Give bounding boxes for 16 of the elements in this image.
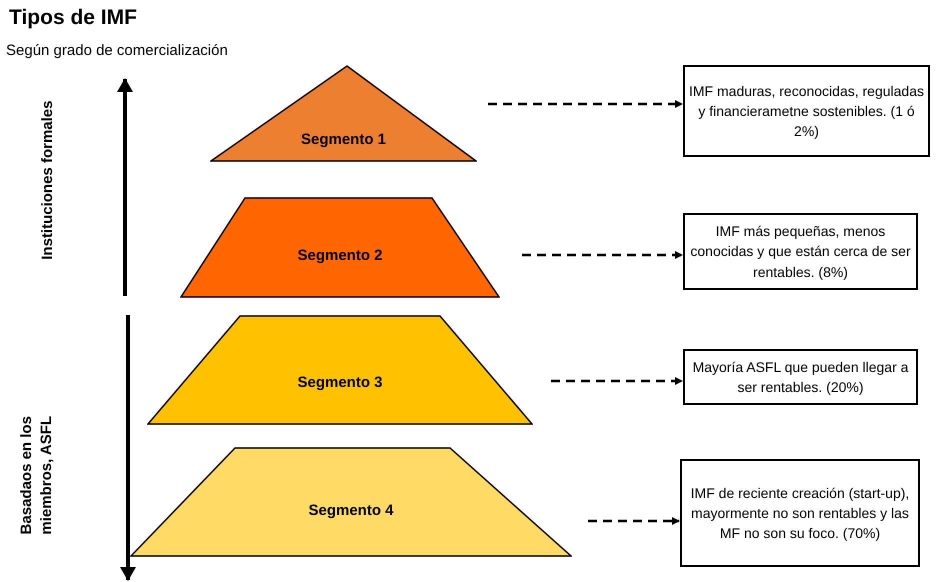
title: Tipos de IMF: [9, 6, 137, 30]
segment-label: Segmento 4: [307, 502, 395, 519]
segment-label: Segmento 3: [296, 374, 384, 391]
description-box: IMF de reciente creación (start-up), mayormente no son rentables y las MF no son su foco. (70%): [680, 459, 920, 567]
segment-label: Segmento 2: [296, 247, 384, 264]
description-box: IMF maduras, reconocidas, reguladas y financierametne sostenibles. (1 ó 2%): [683, 65, 930, 157]
dashed-arrow: [551, 377, 683, 385]
description-box: IMF más pequeñas, menos conocidas y que están cerca de ser rentables. (8%): [683, 213, 918, 290]
axis-label: Basadaos en los miembros, ASFL: [16, 414, 56, 537]
axis-label: Instituciones formales: [38, 100, 57, 262]
dashed-arrow: [588, 517, 680, 525]
dashed-arrow: [488, 100, 683, 108]
description-box: Mayoría ASFL que pueden llegar a ser rentables. (20%): [683, 349, 918, 405]
subtitle: Según grado de comercialización: [6, 42, 228, 59]
segment-label: Segmento 1: [300, 131, 388, 148]
dashed-arrow: [522, 251, 683, 259]
